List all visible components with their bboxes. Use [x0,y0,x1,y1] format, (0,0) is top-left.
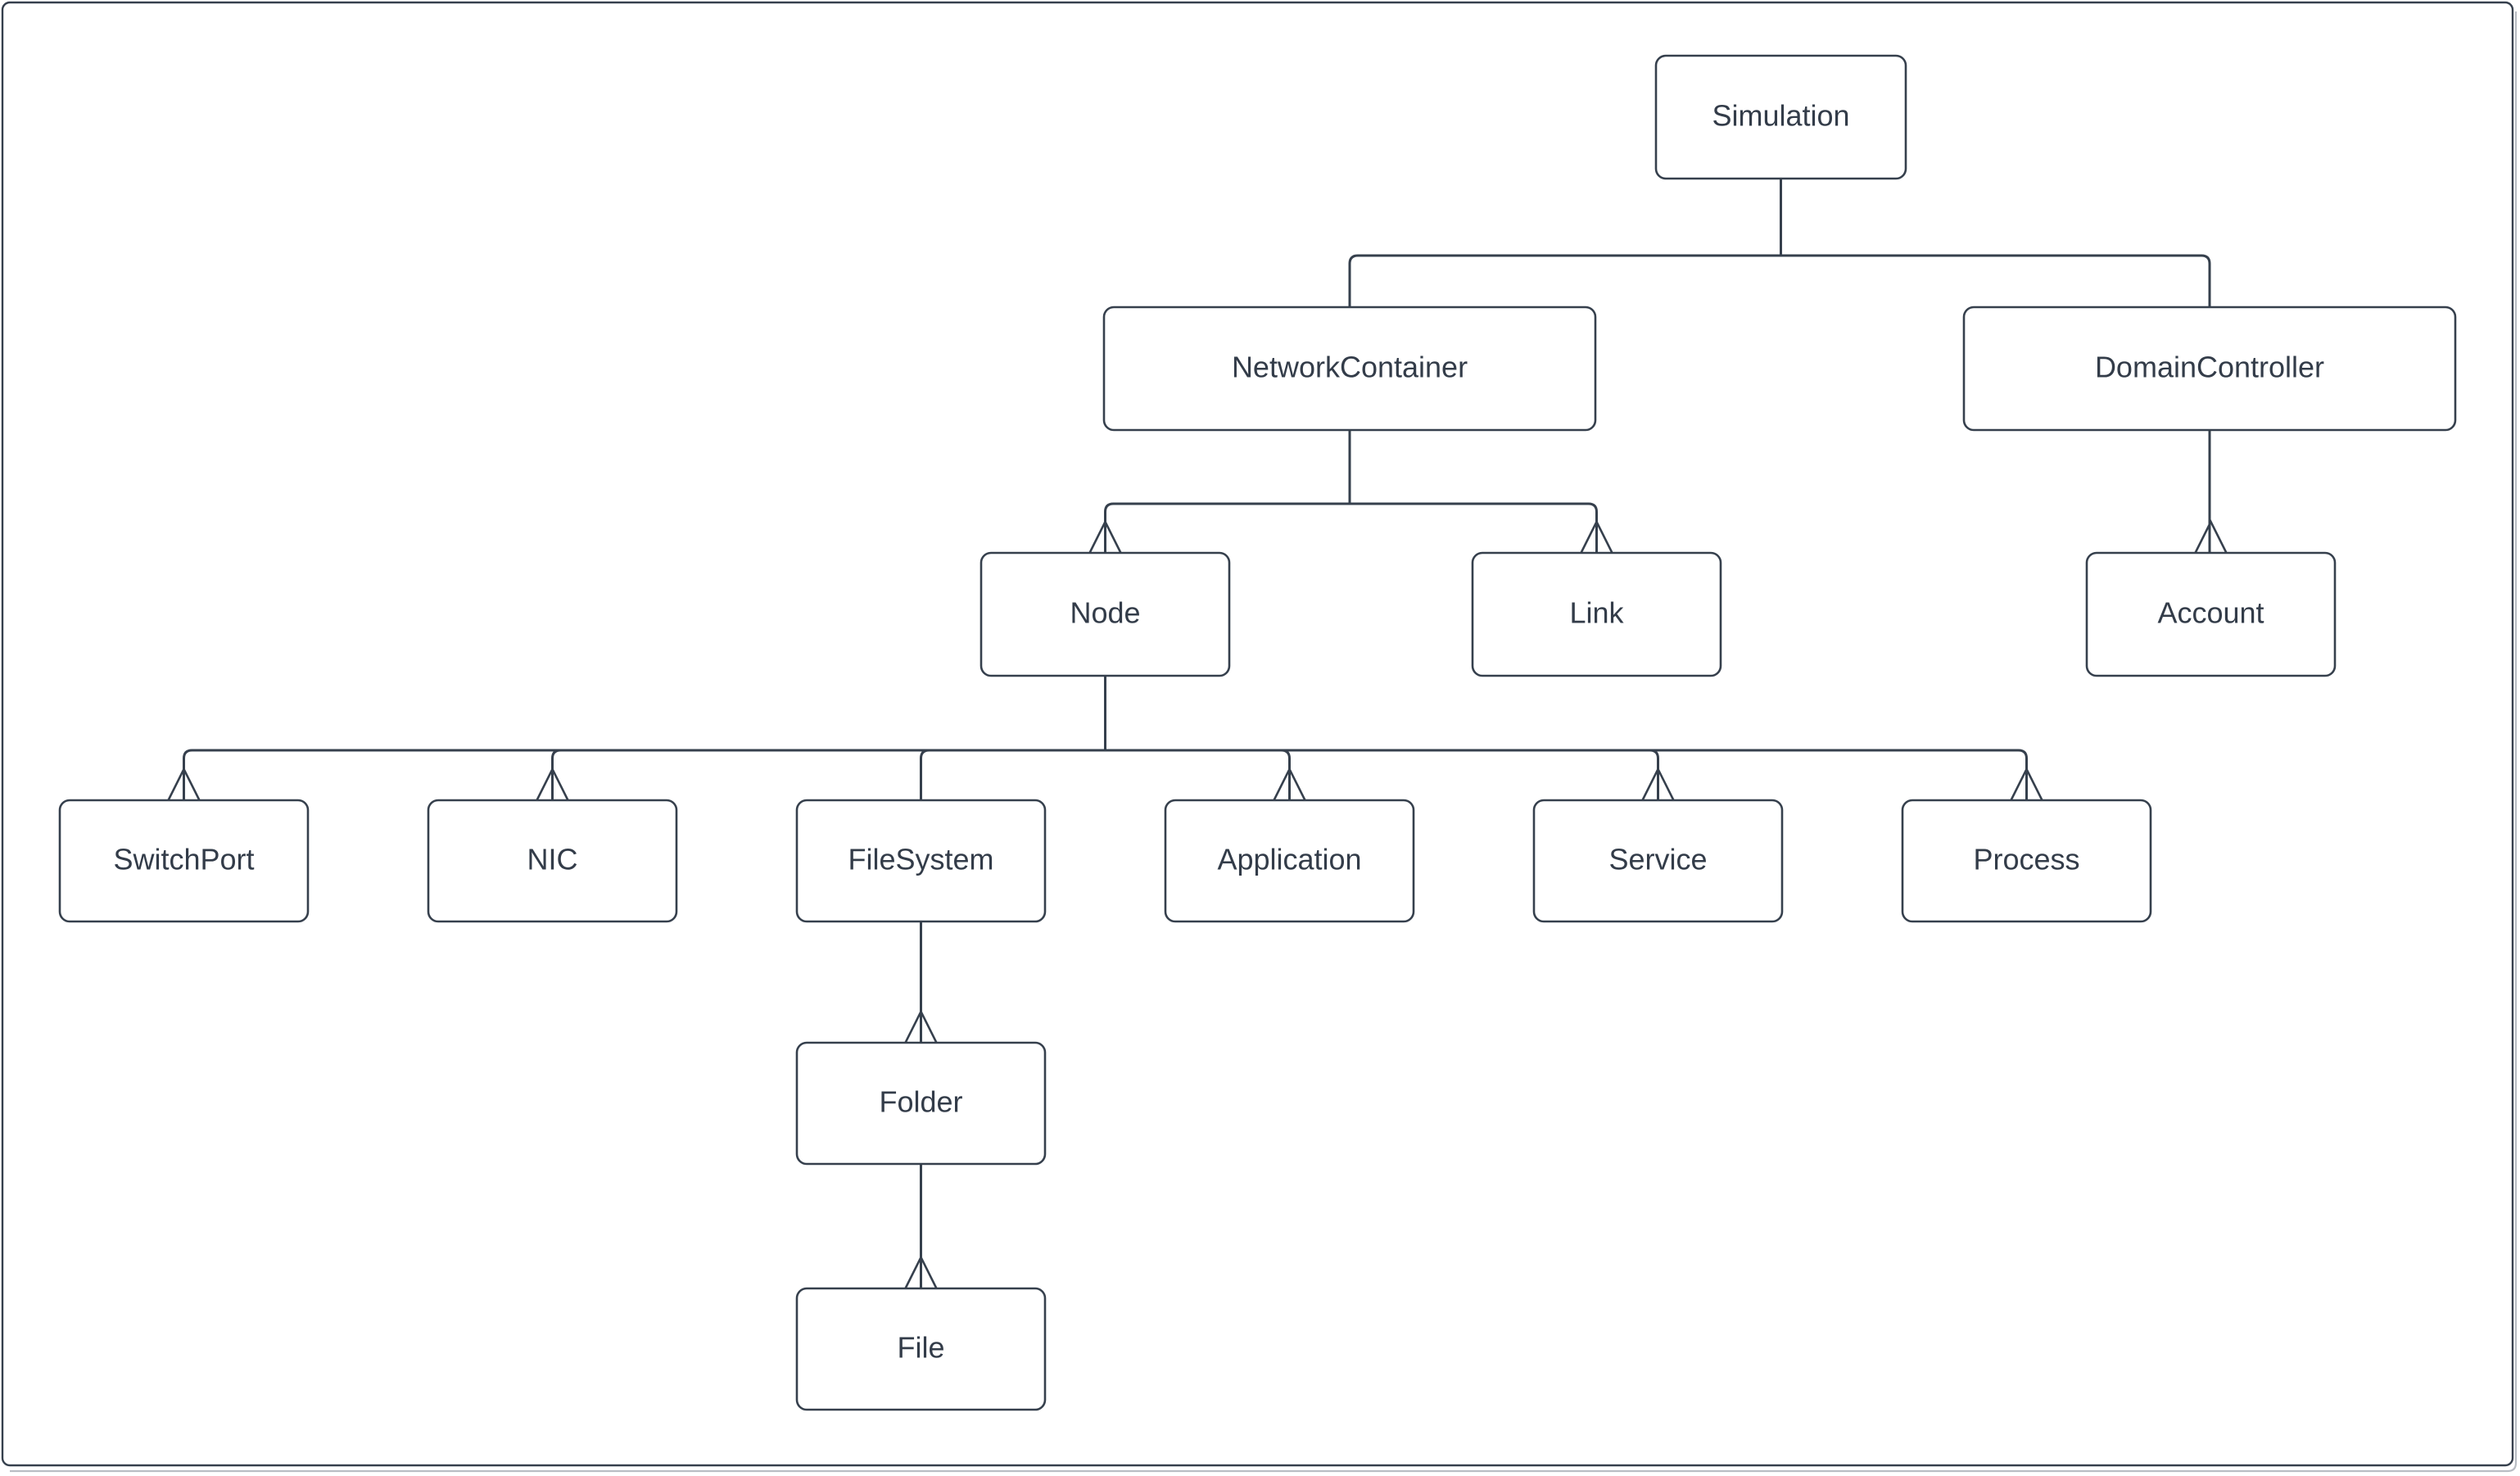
class-node-application[interactable]: Application [1165,800,1414,921]
class-node-label: Account [2157,596,2264,630]
class-node-networkcontainer[interactable]: NetworkContainer [1104,307,1595,430]
class-node-label: Service [1608,843,1707,876]
class-node-simulation[interactable]: Simulation [1656,56,1906,179]
class-node-node[interactable]: Node [981,553,1229,676]
class-node-label: Folder [879,1085,962,1119]
class-node-label: File [897,1331,944,1365]
class-node-link[interactable]: Link [1473,553,1721,676]
class-node-folder[interactable]: Folder [797,1043,1045,1164]
class-node-label: SwitchPort [113,843,254,876]
class-node-switchport[interactable]: SwitchPort [60,800,308,921]
class-node-label: DomainController [2095,351,2324,384]
class-node-label: Process [1973,843,2079,876]
class-node-service[interactable]: Service [1534,800,1782,921]
class-node-label: NetworkContainer [1232,351,1468,384]
class-node-process[interactable]: Process [1902,800,2151,921]
class-node-filesystem[interactable]: FileSystem [797,800,1045,921]
class-node-label: NIC [527,843,578,876]
class-node-label: FileSystem [848,843,993,876]
class-node-label: Application [1217,843,1361,876]
class-node-label: Node [1070,596,1140,630]
class-node-domaincontroller[interactable]: DomainController [1964,307,2455,430]
class-node-nic[interactable]: NIC [428,800,676,921]
class-node-label: Simulation [1712,99,1849,133]
class-node-label: Link [1569,596,1624,630]
class-node-file[interactable]: File [797,1288,1045,1410]
class-node-account[interactable]: Account [2087,553,2335,676]
